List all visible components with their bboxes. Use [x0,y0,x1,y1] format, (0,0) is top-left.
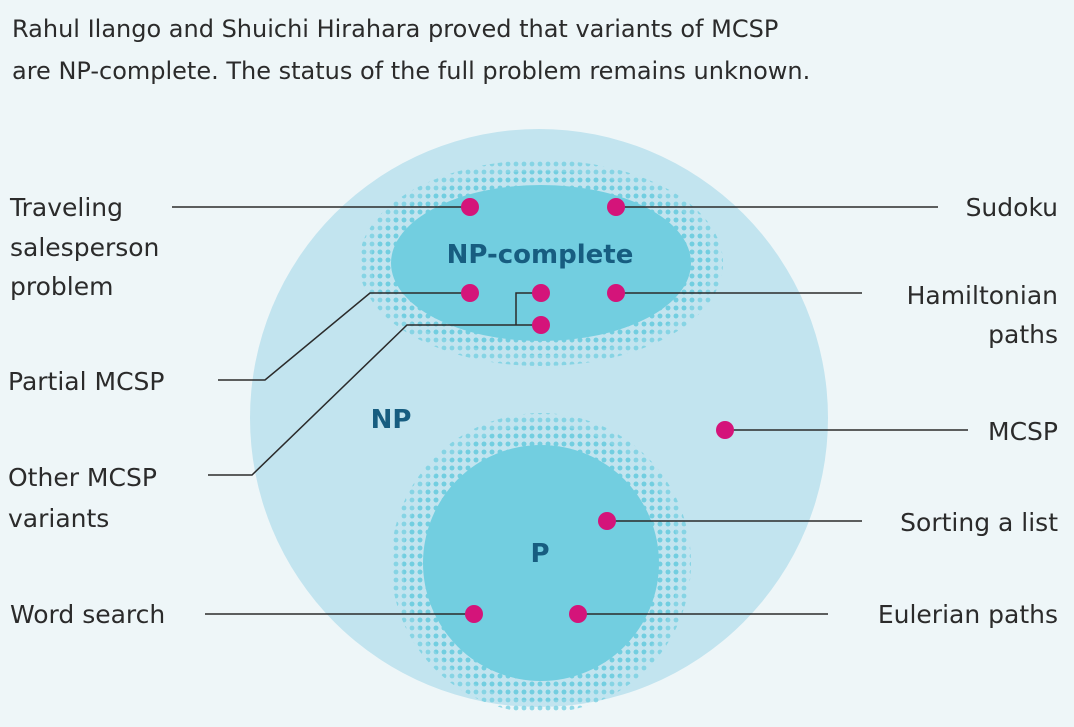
label-word-search: Word search [10,600,165,629]
label-mcsp: MCSP [988,417,1058,446]
label-hamiltonian-paths-1: Hamiltonian [907,281,1058,310]
np-label: NP [371,405,412,435]
np-complete-label: NP-complete [447,240,634,270]
caption-line-2: are NP-complete. The status of the full … [12,57,811,85]
label-partial-mcsp: Partial MCSP [8,367,164,396]
label-hamiltonian-paths-2: paths [988,320,1058,349]
p-label: P [530,539,549,569]
label-sudoku: Sudoku [966,193,1058,222]
label-other-mcsp-variants-2: variants [8,504,109,533]
dot-traveling-salesperson [461,198,479,216]
label-other-mcsp-variants-1: Other MCSP [8,463,157,492]
label-sorting-a-list: Sorting a list [900,508,1058,537]
caption: Rahul Ilango and Shuichi Hirahara proved… [12,8,1062,92]
dot-sorting-a-list [598,512,616,530]
label-eulerian-paths: Eulerian paths [878,600,1058,629]
label-traveling-salesperson-3: problem [10,272,113,301]
label-traveling-salesperson-1: Traveling [9,193,123,222]
caption-line-1: Rahul Ilango and Shuichi Hirahara proved… [12,15,779,43]
dot-mcsp [716,421,734,439]
leader-partial-mcsp [218,292,470,381]
problem-dots [461,198,734,623]
p-region [423,445,659,681]
problem-labels: Traveling salesperson problem Sudoku Ham… [8,193,1058,629]
label-traveling-salesperson-2: salesperson [10,233,159,262]
dot-word-search [465,605,483,623]
dot-other-mcsp-variant-1 [532,284,550,302]
dot-other-mcsp-variant-2 [532,316,550,334]
dot-eulerian-paths [569,605,587,623]
dot-partial-mcsp [461,284,479,302]
dot-sudoku [607,198,625,216]
dot-hamiltonian-paths [607,284,625,302]
